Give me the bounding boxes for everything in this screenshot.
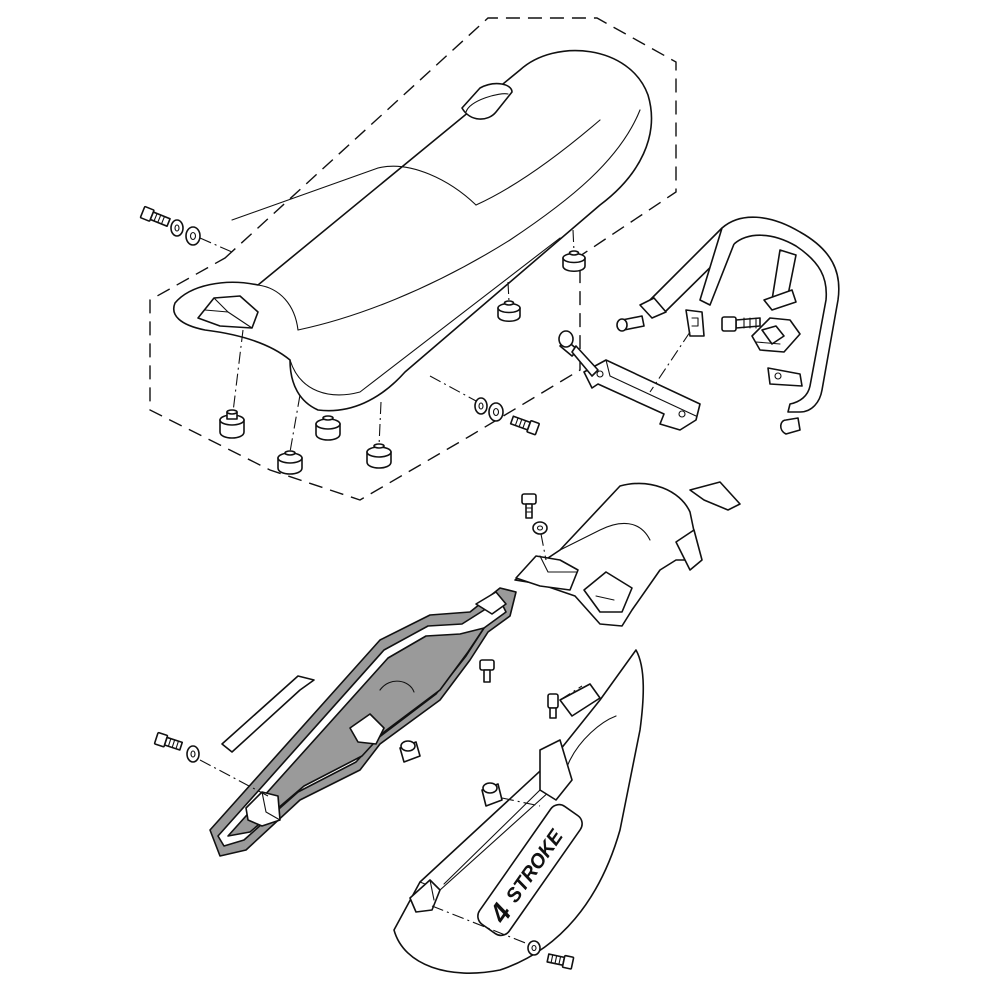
grommet-icon[interactable] [315, 415, 341, 441]
right-side-cover[interactable] [393, 649, 645, 974]
bolt-icon[interactable] [139, 205, 171, 228]
grommet-icon[interactable] [497, 300, 521, 323]
bolt-icon[interactable] [521, 493, 537, 519]
seat[interactable] [173, 49, 653, 412]
washer-icon[interactable] [474, 397, 488, 415]
washer-icon[interactable] [527, 940, 541, 956]
leader-right-cover-grommet [501, 797, 541, 807]
leader-rail-bracket [649, 331, 691, 393]
leader-seat-grommet-1 [289, 394, 301, 453]
bolt-icon[interactable] [558, 330, 599, 377]
washer-icon[interactable] [185, 226, 201, 246]
bolt-icon[interactable] [509, 414, 540, 436]
seat-bracket[interactable] [583, 359, 701, 431]
leader-seat-rear-grommet-2 [507, 281, 510, 303]
grommet-icon[interactable] [562, 250, 586, 273]
seat-assembly-boundary [149, 17, 677, 501]
leader-seat-front-grommet [232, 329, 244, 413]
grommet-icon[interactable] [219, 409, 245, 439]
leader-seat-bolt [199, 237, 233, 253]
leader-fender-bolt [540, 533, 547, 561]
rear-fender[interactable] [514, 481, 741, 627]
leader-seat-rear-grommet-1 [572, 229, 575, 253]
bolt-icon[interactable] [479, 659, 495, 683]
grab-rail[interactable] [639, 216, 840, 435]
bolt-icon[interactable] [153, 731, 184, 751]
grommet-icon[interactable] [277, 450, 303, 475]
washer-icon[interactable] [532, 521, 548, 535]
leader-seat-grommet-2 [378, 401, 382, 447]
rail-clip[interactable] [751, 317, 801, 353]
leader-right-cover-top [559, 685, 583, 701]
left-trim-strip[interactable] [221, 675, 315, 753]
washer-icon[interactable] [170, 219, 184, 237]
bolt-icon[interactable] [721, 316, 761, 332]
bolt-icon[interactable] [616, 315, 645, 332]
bolt-icon[interactable] [546, 952, 575, 970]
leader-seat-side-bolt [429, 375, 479, 403]
grommet-icon[interactable] [399, 740, 421, 763]
washer-icon[interactable] [186, 745, 200, 763]
left-side-cover[interactable] [209, 587, 517, 857]
grommet-icon[interactable] [481, 782, 503, 807]
washer-icon[interactable] [488, 402, 504, 422]
bolt-icon[interactable] [547, 693, 559, 719]
grommet-icon[interactable] [366, 443, 392, 469]
leader-right-cover-bolt [431, 905, 529, 945]
leader-left-cover-bolt [199, 759, 269, 797]
